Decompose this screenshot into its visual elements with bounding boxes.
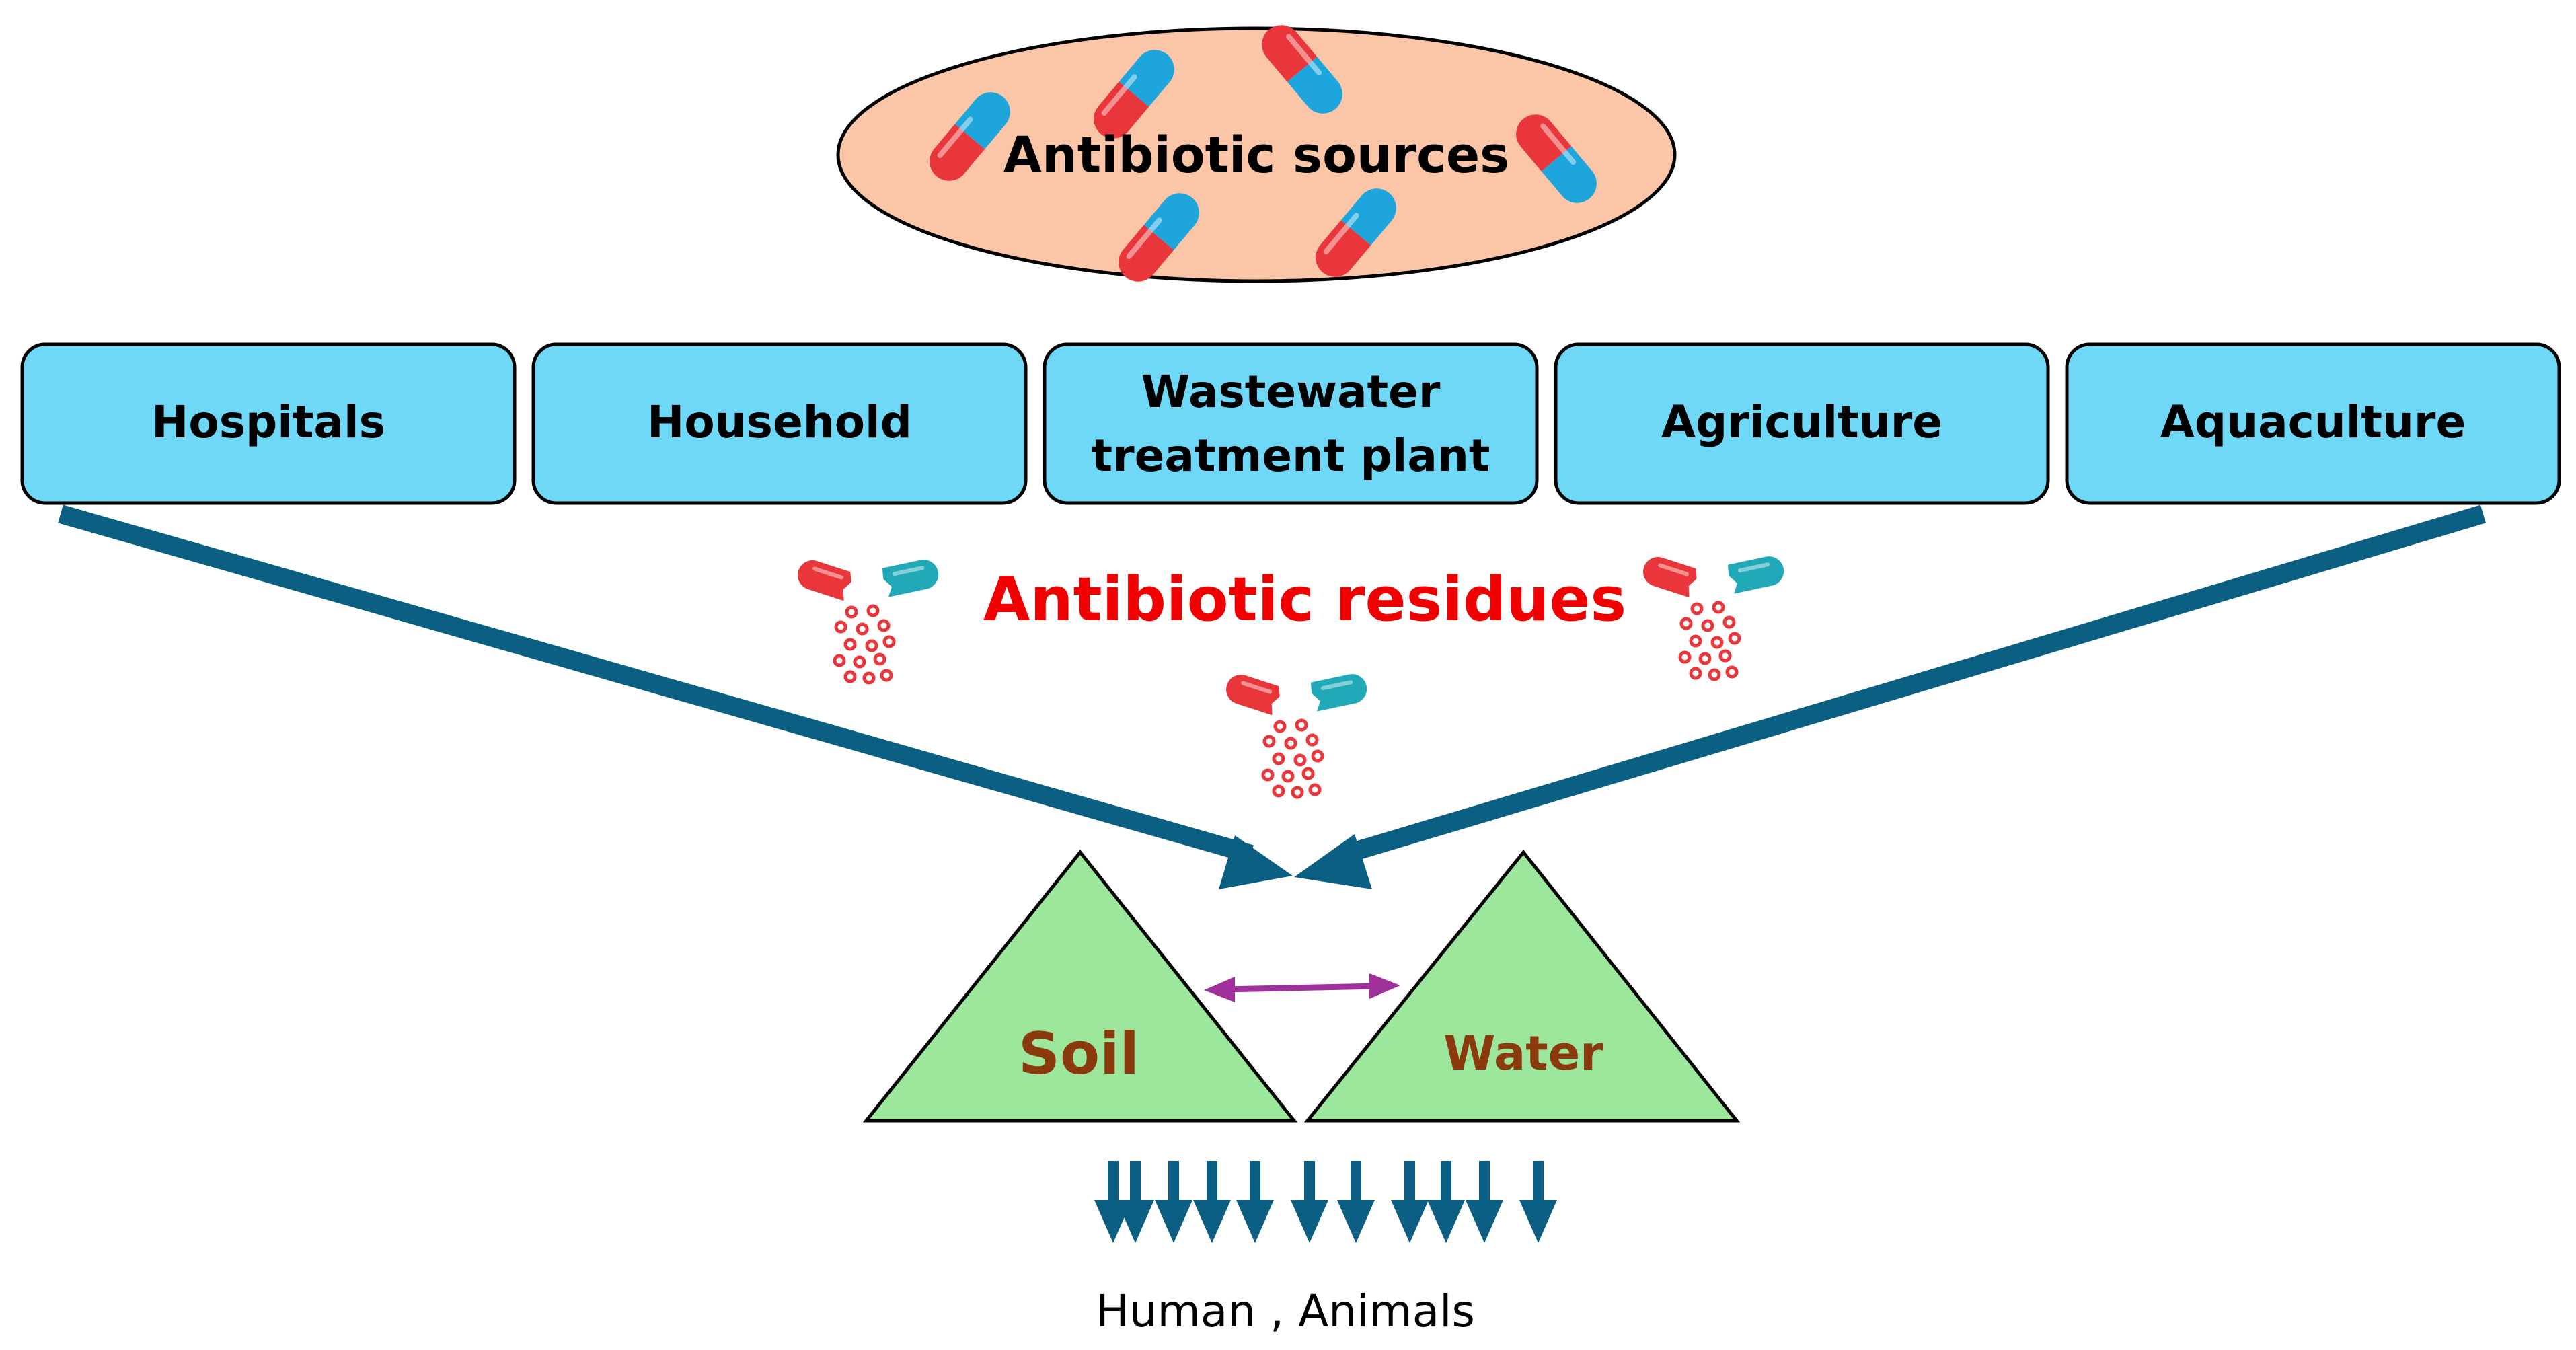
left-flow-arrow xyxy=(58,504,1293,889)
source-label-agriculture: Agriculture xyxy=(1661,396,1942,448)
source-box: Household xyxy=(531,342,1028,505)
soil-compartment: Soil xyxy=(862,849,1298,1123)
down-arrow-icon xyxy=(1116,1161,1154,1243)
source-box: Agriculture xyxy=(1554,342,2050,505)
receptors-label: Human , Animals xyxy=(1096,1285,1475,1337)
source-box-hospitals xyxy=(20,342,517,505)
water-triangle xyxy=(1303,849,1741,1123)
down-arrow-icon xyxy=(1427,1161,1465,1243)
broken-capsule-icon xyxy=(1639,553,1786,679)
antibiotic-sources-title: Antibiotic sources xyxy=(1003,126,1509,184)
water-compartment: Water xyxy=(1303,849,1741,1123)
right-flow-arrow xyxy=(1294,504,2487,889)
exposure-arrows xyxy=(1094,1161,1557,1243)
source-label-wastewater-line2: treatment plant xyxy=(1092,430,1490,482)
antibiotic-residues-label: Antibiotic residues xyxy=(983,564,1626,635)
down-arrow-icon xyxy=(1337,1161,1375,1243)
source-box-aquaculture xyxy=(2065,342,2561,505)
down-arrow-icon xyxy=(1391,1161,1429,1243)
source-box-agriculture xyxy=(1554,342,2050,505)
source-label-wastewater-line1: Wastewater xyxy=(1141,366,1441,418)
source-box: Wastewater treatment plant xyxy=(1043,342,1539,505)
antibiotic-sources-group: Antibiotic sources xyxy=(836,17,1677,289)
down-arrow-icon xyxy=(1193,1161,1231,1243)
broken-capsule-icon xyxy=(1222,671,1369,797)
broken-capsule-icon xyxy=(794,556,941,683)
source-label-aquaculture: Aquaculture xyxy=(2160,396,2466,448)
exchange-double-arrow xyxy=(1204,973,1400,1002)
soil-triangle xyxy=(862,849,1298,1123)
water-label: Water xyxy=(1443,1026,1603,1081)
down-arrow-icon xyxy=(1466,1161,1503,1243)
antibiotic-sources-ellipse xyxy=(836,26,1677,283)
down-arrow-icon xyxy=(1236,1161,1274,1243)
source-box: Hospitals xyxy=(20,342,517,505)
source-box-wastewater xyxy=(1043,342,1539,505)
source-label-hospitals: Hospitals xyxy=(151,396,385,448)
source-box-household xyxy=(531,342,1028,505)
soil-label: Soil xyxy=(1018,1020,1139,1088)
source-label-household: Household xyxy=(647,396,912,448)
source-box: Aquaculture xyxy=(2065,342,2561,505)
down-arrow-icon xyxy=(1519,1161,1557,1243)
down-arrow-icon xyxy=(1155,1161,1192,1243)
down-arrow-icon xyxy=(1291,1161,1328,1243)
